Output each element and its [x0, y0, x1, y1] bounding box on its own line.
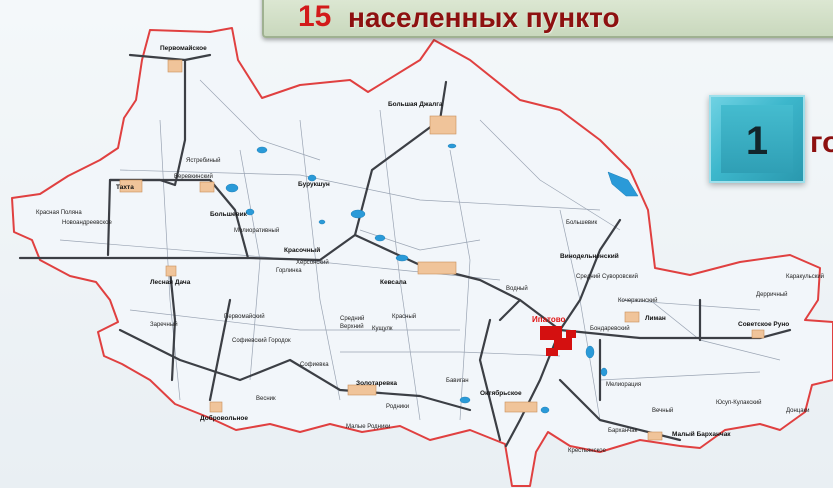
badge-number: 1 [745, 119, 769, 163]
map-label: Первомайский [224, 313, 265, 320]
settlement-label: Большая Джалга [388, 101, 443, 108]
map-label: Софиевка [300, 362, 329, 368]
map-label: Водный [506, 285, 528, 292]
map-label: Весник [256, 396, 276, 402]
banner-number: 15 [298, 0, 332, 33]
banner-text: населенных пункто [348, 2, 620, 33]
settlement-label: Советское Руно [738, 321, 789, 328]
number-badge: 1 [709, 95, 805, 183]
settlement-label: Большевик [210, 211, 248, 218]
settlement-areas [119, 59, 765, 441]
map-label: Красная Поляна [36, 210, 82, 216]
settlement-label: Тахта [116, 184, 134, 191]
map-label: Барханчак [608, 428, 638, 434]
settlement-label: Октябрьское [480, 389, 522, 397]
map-label: Средний Суворовский [576, 273, 638, 280]
settlement-label: Добровольное [200, 414, 248, 422]
settlement-label: Лиман [645, 315, 666, 322]
settlement-label: Золотаревка [356, 380, 397, 387]
map-label: Каракульский [786, 273, 824, 280]
map-label: Херсонский [296, 259, 329, 266]
water-bodies [225, 143, 639, 414]
settlement-label: Кевсала [380, 279, 407, 286]
map-label: Донцаки [786, 408, 810, 414]
settlement-label: Бурукшун [298, 181, 330, 188]
map-label: Красный [392, 313, 416, 320]
map-label: Бондаревский [590, 325, 630, 332]
map-label: Бавиган [446, 378, 469, 384]
map-label: Мелиоративный [234, 227, 279, 234]
map-label: Мелиорация [606, 382, 641, 388]
map-label: Юсуп-Кулакский [716, 399, 762, 406]
map-label: Родники [386, 404, 409, 410]
map-label: Кущулк [372, 326, 393, 332]
settlement-label: Красочный [284, 246, 320, 254]
title-banner: 15 населенных пункто [262, 0, 833, 38]
map-label: Заречный [150, 321, 178, 328]
map-label: Веревкинский [174, 173, 213, 180]
map-label: Софиевский Городок [232, 337, 291, 344]
minor-labels: Красная Поляна Новоандреевское Веревкинс… [36, 157, 824, 454]
map-label: Верхний [340, 323, 364, 330]
map-label: Средний [340, 315, 364, 322]
badge-side-text: го [810, 126, 833, 159]
settlement-label: Винодельненский [560, 252, 619, 260]
map-label: Ястребиный [186, 157, 220, 164]
map-label: Малые Родники [346, 424, 390, 430]
ipatovo-town [540, 326, 576, 356]
settlement-label: Малый Барханчак [672, 430, 731, 438]
map-label: Крестьянское [568, 448, 607, 454]
map-label: Новоандреевское [62, 220, 112, 226]
map-label: Кочержинский [618, 297, 658, 304]
map-label: Дерричный [756, 291, 788, 298]
settlement-labels: Первомайское Большая Джалга Бурукшун Тах… [116, 44, 789, 438]
settlement-label: Первомайское [160, 44, 207, 52]
map-label: Большевик [566, 220, 597, 226]
region-center-label: Ипатово [532, 315, 566, 324]
settlement-label: Лесная Дача [150, 279, 191, 286]
number-badge-inner [721, 105, 793, 173]
map-label: Вечный [652, 407, 673, 414]
map-label: Горлинка [276, 268, 302, 274]
